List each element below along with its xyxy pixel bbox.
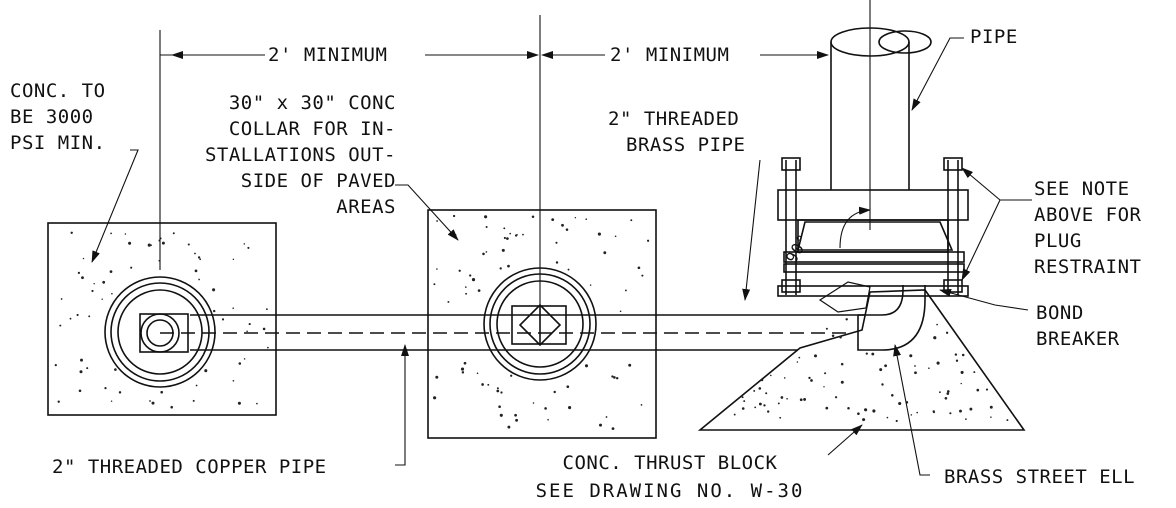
street-ell-label: BRASS STREET ELL bbox=[944, 466, 1136, 488]
middle-concrete-pad bbox=[427, 209, 657, 439]
pipe-label: PIPE bbox=[970, 26, 1018, 48]
concrete-spec-line-1: CONC. TO bbox=[10, 80, 106, 102]
bond-breaker-label-line-2: BREAKER bbox=[1036, 328, 1120, 350]
left-pad-stipple bbox=[54, 231, 269, 409]
dimension-right-label: 2' MINIMUM bbox=[610, 44, 730, 66]
brass-street-ell bbox=[857, 285, 926, 351]
bond-breaker-label-line-1: BOND bbox=[1036, 302, 1084, 324]
plug-restraint-note-line-4: RESTRAINT bbox=[1034, 256, 1142, 278]
thrust-block-label-line-1: CONC. THRUST BLOCK bbox=[562, 452, 778, 474]
plug-restraint-note-line-2: ABOVE FOR bbox=[1034, 204, 1142, 226]
collar-note-line-2: COLLAR FOR IN- bbox=[228, 118, 396, 140]
dimension-left-label: 2' MINIMUM bbox=[268, 44, 388, 66]
concrete-spec-line-3: PSI MIN. bbox=[10, 132, 106, 154]
collar-note-line-5: AREAS bbox=[336, 196, 396, 218]
collar-note-line-1: 30" x 30" CONC bbox=[228, 92, 396, 114]
collar-note-line-3: STALLATIONS OUT- bbox=[204, 144, 396, 166]
middle-pad-stipple bbox=[433, 214, 650, 430]
plug-restraint-note-line-1: SEE NOTE bbox=[1034, 178, 1130, 200]
thrust-block bbox=[697, 281, 1026, 431]
thrust-block-stipple bbox=[733, 318, 1009, 423]
thrust-block-label-line-2: SEE DRAWING NO. W-30 bbox=[535, 480, 805, 502]
brass-pipe-label-line-2: BRASS PIPE bbox=[626, 134, 746, 156]
copper-pipe-label: 2" THREADED COPPER PIPE bbox=[52, 456, 327, 478]
plug-restraint-note-line-3: PLUG bbox=[1034, 230, 1082, 252]
vertical-pipe bbox=[777, 0, 969, 297]
dimension-lines bbox=[159, 15, 829, 320]
collar-note-line-4: SIDE OF PAVED bbox=[240, 170, 396, 192]
left-concrete-pad bbox=[47, 222, 277, 416]
horizontal-pipe bbox=[160, 314, 880, 351]
concrete-spec-line-2: BE 3000 bbox=[10, 106, 94, 128]
leader-lines bbox=[91, 37, 1032, 476]
brass-pipe-label-line-1: 2" THREADED bbox=[608, 108, 740, 130]
